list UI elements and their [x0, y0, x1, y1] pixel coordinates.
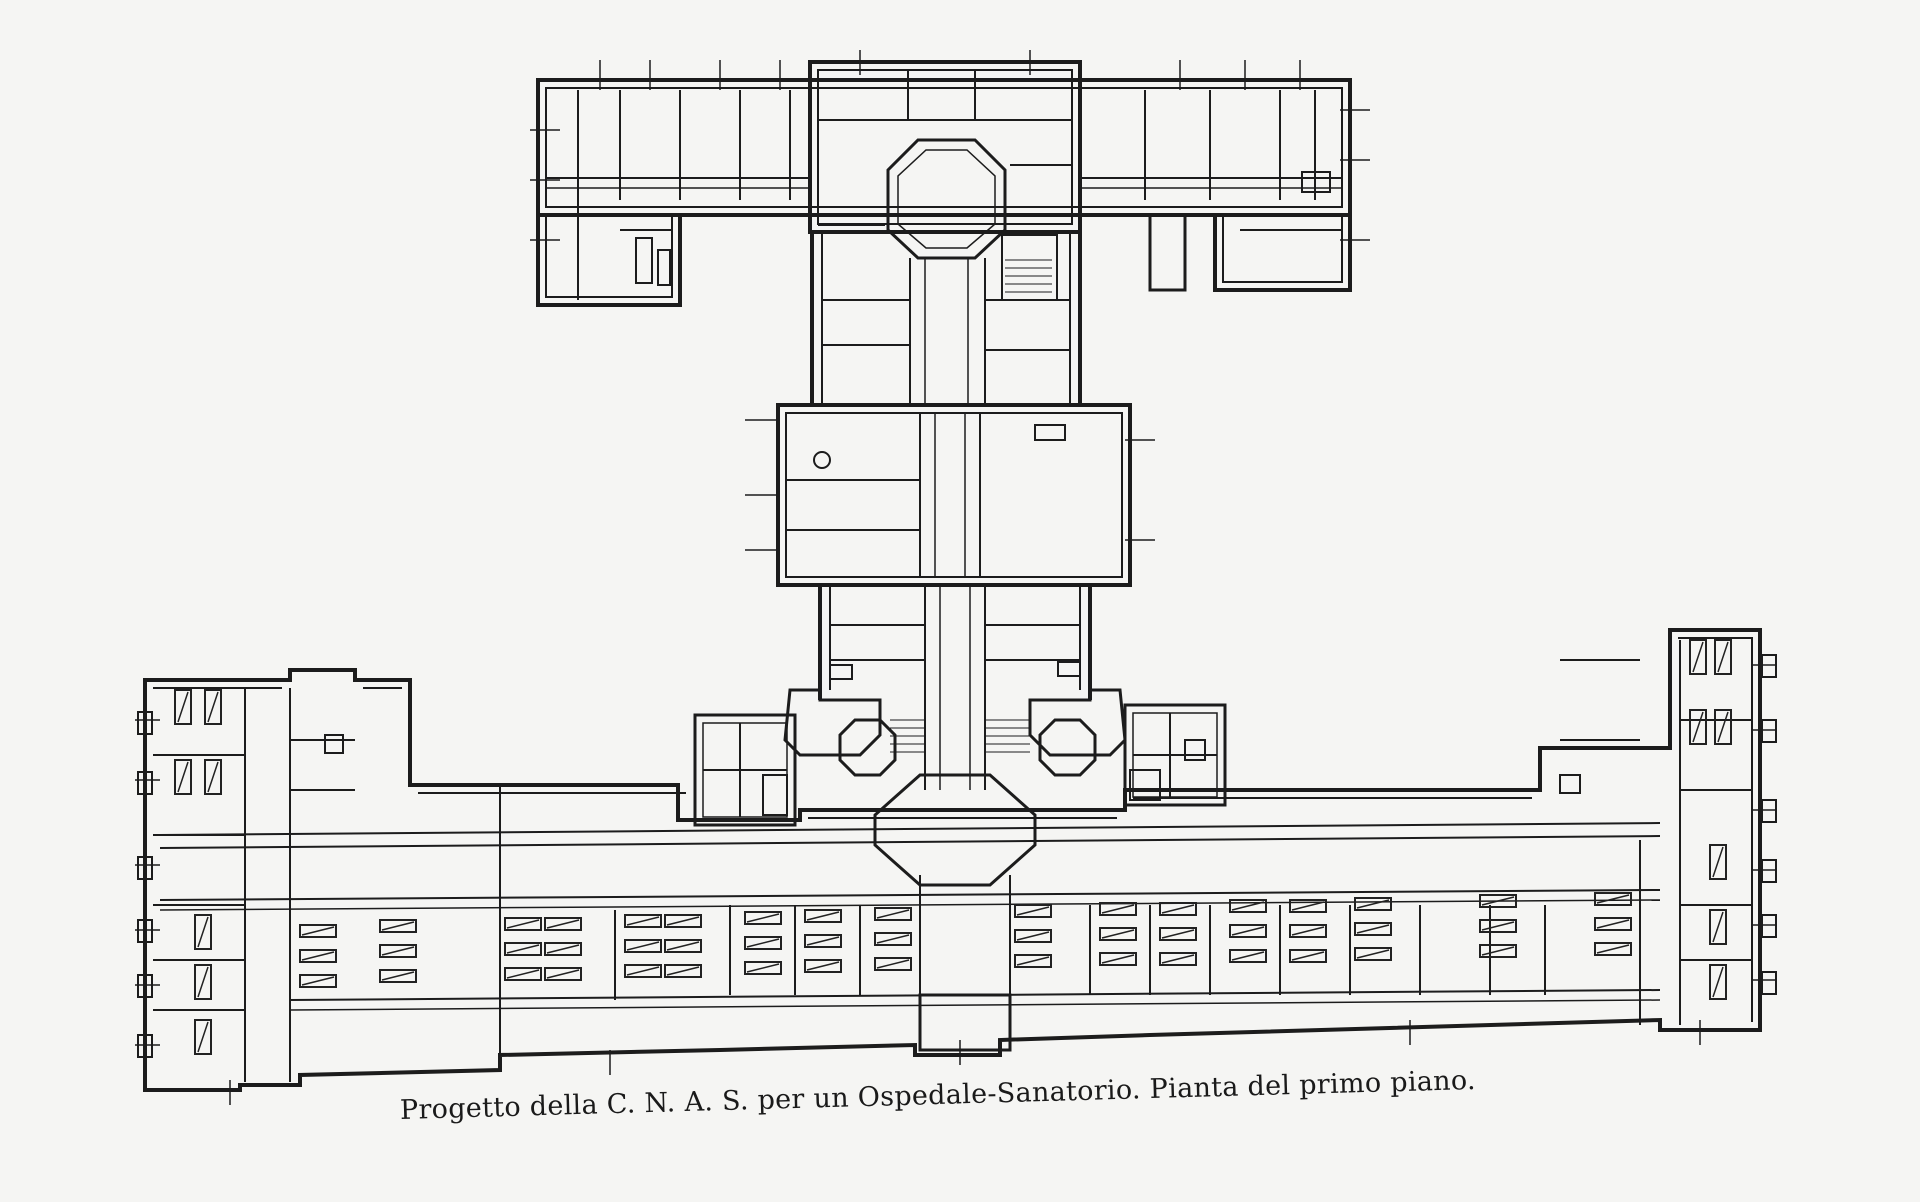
south-wing [143, 628, 1762, 1092]
north-wing [536, 60, 1352, 307]
stair-hub [693, 688, 1227, 887]
window-ticks [135, 50, 1775, 1105]
central-spine [776, 232, 1132, 790]
end-window-boxes [137, 654, 1777, 1058]
